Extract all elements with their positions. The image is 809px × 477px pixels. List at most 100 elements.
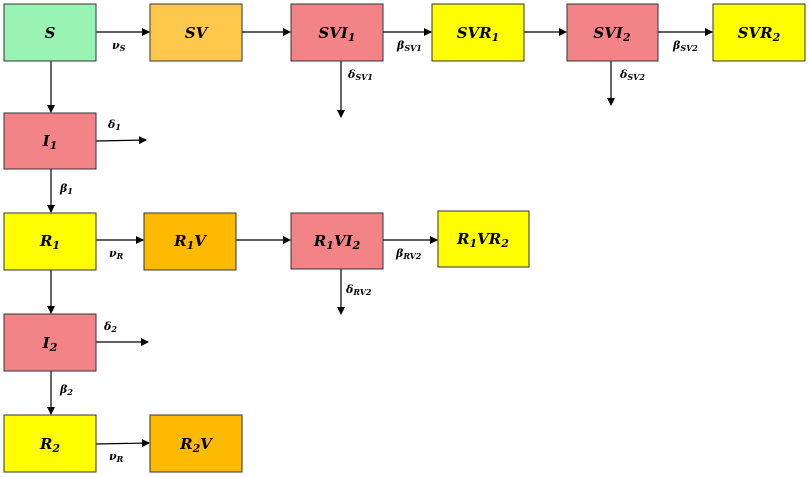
svg-text:δ2: δ2	[103, 320, 117, 334]
node-sv: SV	[149, 3, 243, 62]
node-r1-box	[3, 212, 97, 271]
svg-text:S: S	[45, 24, 56, 42]
label-svi2-svr2-sub: SV2	[680, 43, 698, 53]
svg-text:I2: I2	[42, 334, 58, 354]
svg-text:SVR1: SVR1	[457, 24, 500, 44]
node-r1vr2-base: R	[456, 230, 469, 248]
node-r1vi2-base: R	[313, 232, 326, 250]
svg-text:SVI2: SVI2	[593, 24, 631, 44]
label-i1-r1-sub: 1	[67, 186, 73, 196]
label-r1vi2-out-sub: RV2	[352, 287, 372, 297]
node-svr1-box	[431, 3, 525, 62]
svg-text:I1: I1	[42, 132, 58, 152]
node-svi2-base: SVI	[593, 24, 623, 42]
nodes: S SV SVI1 SVR1 SVI2 SVR2 I1	[3, 3, 806, 473]
node-r2-box	[3, 414, 97, 473]
node-r1vr2-sub: 1	[470, 237, 478, 250]
svg-text:βSV1: βSV1	[396, 39, 422, 53]
svg-text:R1VI2: R1VI2	[313, 232, 361, 252]
svg-text:R2V: R2V	[179, 435, 213, 455]
node-r2v: R2V	[149, 414, 243, 473]
node-svr1-sub: 1	[492, 31, 500, 44]
label-i2-out-sub: 2	[110, 324, 117, 334]
svg-text:R1V: R1V	[173, 232, 207, 252]
node-r1vi2-tail: VI	[334, 232, 354, 250]
node-r2v-sub: 2	[192, 442, 201, 455]
node-i1-box	[3, 112, 97, 170]
svg-text:δSV2: δSV2	[619, 68, 645, 82]
node-r1vr2-tail: VR	[477, 230, 501, 248]
svg-text:νS: νS	[112, 39, 126, 53]
node-r1vr2-sub2: 2	[500, 237, 509, 250]
svg-text:SVI1: SVI1	[318, 24, 355, 44]
label-svi1-out-sym: δ	[347, 68, 355, 81]
label-i2-r2-sub: 2	[66, 387, 73, 397]
node-svr2-base: SVR	[738, 24, 773, 42]
node-i2: I2	[3, 313, 97, 372]
node-r2v-base: R	[179, 435, 192, 453]
svg-text:SV: SV	[185, 24, 209, 42]
node-sv-box	[149, 3, 243, 62]
node-r1vi2: R1VI2	[290, 212, 384, 270]
svg-text:βRV2: βRV2	[395, 247, 422, 261]
svg-text:νR: νR	[109, 247, 124, 261]
node-r1v: R1V	[143, 212, 237, 271]
node-r1-base: R	[39, 232, 52, 250]
node-svi1-base: SVI	[318, 24, 348, 42]
node-s-base: S	[45, 24, 56, 42]
node-svr1-base: SVR	[457, 24, 492, 42]
label-i1-out-sym: δ	[107, 118, 115, 131]
node-i2-base: I	[42, 334, 51, 352]
edges	[47, 28, 713, 448]
node-r1vr2: R1VR2	[437, 210, 530, 268]
edge-i1-out	[95, 136, 147, 145]
svg-text:δSV1: δSV1	[347, 68, 373, 82]
node-svr2-sub: 2	[772, 31, 781, 44]
svg-text:SVR2: SVR2	[738, 24, 781, 44]
node-i1: I1	[3, 112, 97, 170]
node-svr2: SVR2	[712, 3, 806, 62]
node-r2-base: R	[39, 435, 52, 453]
node-r1v-box	[143, 212, 237, 271]
label-i2-r2-sym: β	[59, 383, 68, 396]
node-svi2-sub: 2	[622, 31, 631, 44]
node-r2: R2	[3, 414, 97, 473]
node-sv-base: SV	[185, 24, 209, 42]
label-s-sv-sub: S	[120, 43, 126, 53]
node-r1vi2-sub2: 2	[352, 239, 361, 252]
node-i1-sub: 1	[50, 139, 58, 152]
svg-text:R1VR2: R1VR2	[456, 230, 509, 250]
node-r2v-box	[149, 414, 243, 473]
node-svi1: SVI1	[290, 3, 384, 62]
node-r1vr2-box	[437, 210, 530, 268]
node-r2-sub: 2	[51, 442, 60, 455]
svg-text:R2: R2	[39, 435, 60, 455]
node-s-box	[3, 3, 97, 62]
svg-text:R1: R1	[39, 232, 60, 252]
svg-text:νR: νR	[109, 450, 124, 464]
node-svr1: SVR1	[431, 3, 525, 62]
svg-text:β2: β2	[59, 383, 73, 397]
label-svi1-svr1-sub: SV1	[404, 43, 422, 53]
node-r1v-base: R	[173, 232, 186, 250]
node-i2-box	[3, 313, 97, 372]
svg-text:β1: β1	[59, 182, 73, 196]
svg-text:δRV2: δRV2	[345, 283, 372, 297]
node-svi1-box	[290, 3, 384, 62]
node-svr2-box	[712, 3, 806, 62]
node-r1-sub: 1	[52, 239, 60, 252]
svg-text:δ1: δ1	[107, 118, 121, 132]
node-r1: R1	[3, 212, 97, 271]
label-s-sv-sym: ν	[112, 39, 120, 52]
label-r1vi2-out-sym: δ	[345, 283, 353, 296]
label-r1-r1v-sym: ν	[109, 247, 117, 260]
edge-labels: νS βSV1 δSV1 βSV2 δSV2 δ1 β1 νR βRV2 δRV…	[59, 39, 698, 464]
node-r1vi2-box	[290, 212, 384, 270]
edge-r2-r2v	[95, 439, 150, 448]
node-r1v-tail: V	[194, 232, 207, 250]
label-svi2-svr2-sym: β	[672, 39, 681, 52]
label-i1-out-sub: 1	[115, 122, 121, 132]
label-i1-r1-sym: β	[59, 182, 68, 195]
label-svi2-out-sub: SV2	[627, 72, 645, 82]
